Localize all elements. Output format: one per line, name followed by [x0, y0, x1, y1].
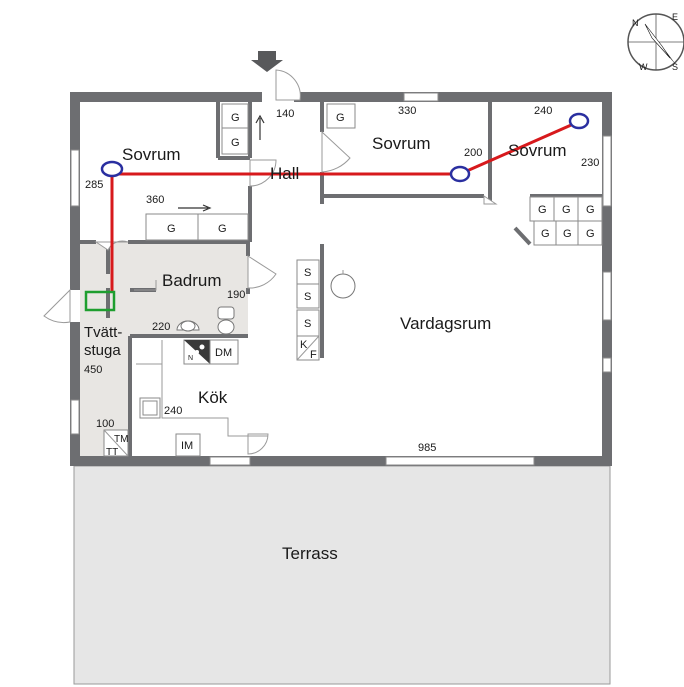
- wardrobe-label: G: [218, 223, 227, 235]
- entrance-arrow-icon: [251, 51, 283, 72]
- storage-column: [296, 259, 320, 361]
- room-label-sovrum-left: Sovrum: [122, 145, 181, 164]
- wardrobe-label: G: [231, 112, 240, 124]
- wardrobe-label: G: [167, 223, 176, 235]
- dimension-label: 140: [276, 108, 294, 120]
- compass-letter-s: S: [672, 62, 678, 72]
- terrace-floor: [73, 465, 611, 685]
- compass-letter-n: N: [632, 18, 639, 28]
- room-label-kok: Kök: [198, 388, 228, 407]
- fridge-label: K: [300, 339, 308, 351]
- room-label-sovrum-mid: Sovrum: [372, 134, 431, 153]
- room-label-sovrum-right: Sovrum: [508, 141, 567, 160]
- room-label-tvattstuga: stuga: [84, 342, 121, 359]
- stove-label: N: [188, 355, 193, 362]
- dishwasher-label: DM: [215, 347, 232, 359]
- blue-marker: [449, 165, 471, 183]
- arrow-up-icon: [255, 114, 265, 140]
- dimension-label: 240: [164, 405, 182, 417]
- dimension-label: 450: [84, 364, 102, 376]
- wardrobe-label: G: [541, 228, 550, 240]
- bathroom-fixtures: [134, 280, 235, 335]
- arrow-right-icon: [178, 204, 212, 212]
- room-label-badrum: Badrum: [162, 271, 222, 290]
- wardrobe-label: G: [538, 204, 547, 216]
- wardrobe-label: G: [562, 204, 571, 216]
- doors: [43, 69, 498, 455]
- dimension-label: 330: [398, 105, 416, 117]
- tvattstuga-floor: [80, 242, 130, 458]
- wardrobe-label: G: [586, 204, 595, 216]
- wardrobe-label: G: [231, 137, 240, 149]
- kitchen-counters: [136, 339, 268, 457]
- laundry-machines: [103, 429, 129, 457]
- ice-machine-label: IM: [181, 440, 193, 452]
- blue-marker: [100, 160, 124, 178]
- round-table: [330, 273, 356, 299]
- storage-label: S: [304, 318, 311, 330]
- freezer-label: F: [310, 349, 317, 361]
- washing-machine-label: TM: [114, 434, 128, 445]
- dimension-label: 230: [581, 157, 599, 169]
- green-marker: [84, 290, 116, 312]
- windows: [70, 92, 612, 466]
- dimension-label: 360: [146, 194, 164, 206]
- storage-label: S: [304, 291, 311, 303]
- wardrobe-label: G: [563, 228, 572, 240]
- blue-marker: [568, 112, 590, 130]
- dimension-label: 985: [418, 442, 436, 454]
- tumble-dryer-label: TT: [106, 447, 118, 458]
- dimension-label: 285: [85, 179, 103, 191]
- room-label-tvattstuga: Tvätt-: [84, 324, 122, 341]
- dimension-label: 200: [464, 147, 482, 159]
- dimension-label: 240: [534, 105, 552, 117]
- dimension-label: 100: [96, 418, 114, 430]
- room-label-hall: Hall: [270, 164, 299, 183]
- compass-letter-e: E: [672, 12, 678, 22]
- wardrobes: [145, 103, 603, 246]
- storage-label: S: [304, 267, 311, 279]
- compass-icon: N S W E: [627, 12, 684, 72]
- wardrobe-label: G: [336, 112, 345, 124]
- room-label-terrass: Terrass: [282, 544, 338, 563]
- dimension-label: 190: [227, 289, 245, 301]
- interior-walls: [80, 102, 602, 458]
- dimension-label: 220: [152, 321, 170, 333]
- compass-letter-w: W: [639, 62, 648, 72]
- room-label-vardagsrum: Vardagsrum: [400, 314, 491, 333]
- wardrobe-label: G: [586, 228, 595, 240]
- red-route: [110, 120, 579, 292]
